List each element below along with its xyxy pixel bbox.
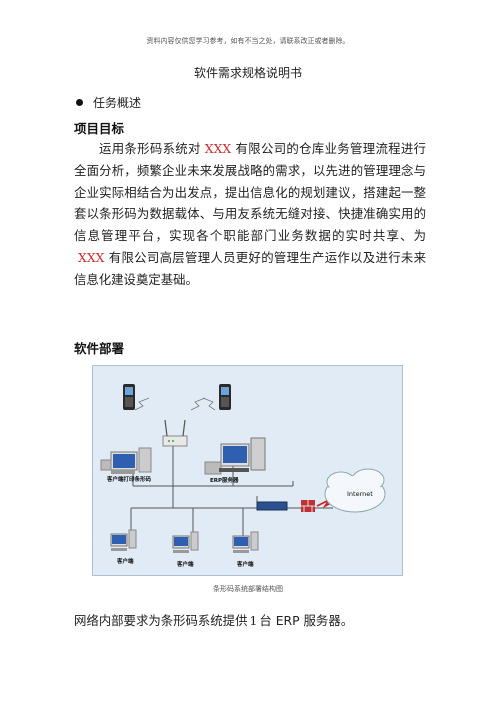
client-printer-workstation-icon <box>100 447 152 474</box>
network-switch-icon <box>256 501 288 511</box>
handheld-device-icon <box>123 384 135 410</box>
label-internet: Internet <box>347 490 373 498</box>
section-heading-goal: 项目目标 <box>74 121 125 136</box>
diagram-caption: 条形码系统部署结构图 <box>213 585 283 593</box>
handheld-device-icon <box>219 384 231 410</box>
section-heading-deploy: 软件部署 <box>74 341 125 356</box>
company-placeholder-1: XXX <box>204 141 232 156</box>
wireless-signal-icon <box>134 397 216 411</box>
goal-text-part2: 有限公司的仓库业务管理流程进行全面分析，频繁企业未来发展战略的需求，以先进的管理… <box>74 141 426 244</box>
wireless-router-icon <box>162 419 188 447</box>
company-placeholder-2: XXX <box>78 249 105 265</box>
goal-text-part1: 运用条形码系统对 <box>99 141 201 156</box>
bullet-item: 任务概述 <box>76 94 141 111</box>
document-title: 软件需求规格说明书 <box>193 66 302 80</box>
bullet-icon <box>76 99 83 106</box>
label-client-printer: 客户端打印条形码 <box>107 477 152 483</box>
label-client-2: 客户端 <box>177 562 194 568</box>
network-topology <box>100 384 386 553</box>
firewall-icon <box>301 500 315 512</box>
header-notice: 资料内容仅供您学习参考，如有不当之处，请联系改正或者删除。 <box>146 37 350 45</box>
bullet-label: 任务概述 <box>93 96 142 110</box>
server-count: 1 <box>249 613 258 628</box>
client-workstation-icon <box>110 529 137 551</box>
requirement-text-pre: 网络内部要求为条形码系统提供 <box>74 613 248 628</box>
label-client-1: 客户端 <box>117 559 134 565</box>
label-client-3: 客户端 <box>237 562 254 568</box>
client-workstation-icon <box>172 531 199 553</box>
deployment-diagram: 客户端打印条形码 ERP服务器 Internet 客户端 客户端 客户端 <box>92 365 403 576</box>
requirement-text-post: 台 ERP 服务器。 <box>259 613 354 628</box>
client-workstation-icon <box>232 531 259 553</box>
goal-text-part3: 有限公司高层管理人员更好的管理生产运作以及进行未来信息化建设奠定基础。 <box>74 249 426 287</box>
internet-cloud-icon <box>324 468 386 513</box>
erp-server-icon <box>204 437 266 475</box>
label-erp-server: ERP服务器 <box>210 478 239 484</box>
